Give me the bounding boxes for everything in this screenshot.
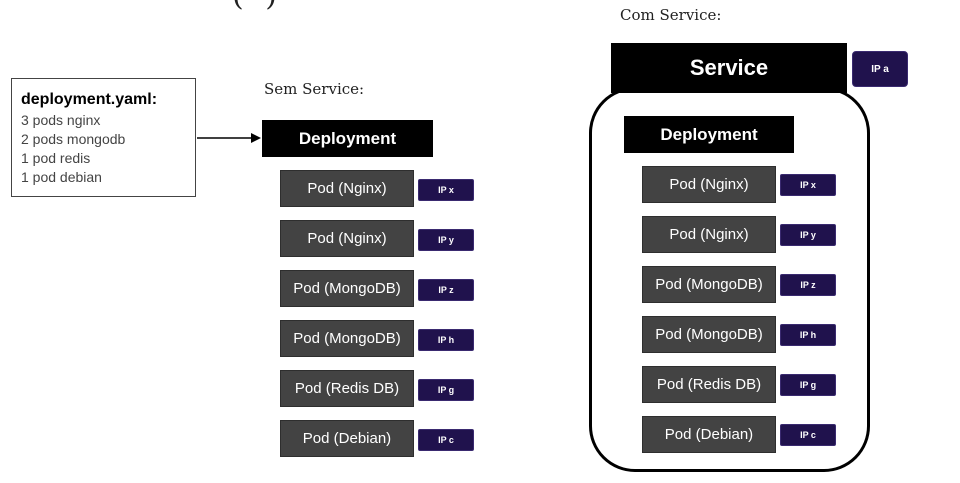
com-deployment-header: Deployment (624, 116, 794, 153)
com-pod-mongodb-1: Pod (MongoDB) (642, 266, 776, 303)
sem-pod-nginx-1: Pod (Nginx) (280, 170, 414, 207)
sem-ip-c: IP c (418, 429, 474, 451)
sem-pod-debian: Pod (Debian) (280, 420, 414, 457)
service-ip-a: IP a (852, 51, 908, 87)
yaml-title: deployment.yaml: (21, 91, 158, 108)
deployment-yaml-box: deployment.yaml: 3 pods nginx 2 pods mon… (11, 78, 196, 197)
com-ip-y: IP y (780, 224, 836, 246)
com-pod-nginx-1: Pod (Nginx) (642, 166, 776, 203)
yaml-line-mongodb: 2 pods mongodb (21, 131, 126, 147)
com-pod-nginx-2: Pod (Nginx) (642, 216, 776, 253)
com-service-caption: Com Service: (620, 6, 722, 24)
sem-ip-h: IP h (418, 329, 474, 351)
com-pod-debian: Pod (Debian) (642, 416, 776, 453)
com-ip-z: IP z (780, 274, 836, 296)
com-pod-mongodb-2: Pod (MongoDB) (642, 316, 776, 353)
sem-ip-y: IP y (418, 229, 474, 251)
sem-pod-nginx-2: Pod (Nginx) (280, 220, 414, 257)
sem-service-caption: Sem Service: (264, 80, 365, 98)
com-ip-g: IP g (780, 374, 836, 396)
sem-ip-x: IP x (418, 179, 474, 201)
yaml-line-redis: 1 pod redis (21, 150, 91, 166)
com-ip-c: IP c (780, 424, 836, 446)
service-header: Service (611, 43, 847, 93)
sem-pod-mongodb-2: Pod (MongoDB) (280, 320, 414, 357)
sem-pod-redis: Pod (Redis DB) (280, 370, 414, 407)
sem-ip-g: IP g (418, 379, 474, 401)
com-pod-redis: Pod (Redis DB) (642, 366, 776, 403)
com-ip-h: IP h (780, 324, 836, 346)
sem-ip-z: IP z (418, 279, 474, 301)
yaml-to-deployment-arrow (197, 133, 261, 143)
yaml-line-nginx: 3 pods nginx (21, 112, 101, 128)
sem-deployment-header: Deployment (262, 120, 433, 157)
com-ip-x: IP x (780, 174, 836, 196)
sem-pod-mongodb-1: Pod (MongoDB) (280, 270, 414, 307)
cropped-heading-fragment: ( ) (232, 0, 283, 13)
yaml-line-debian: 1 pod debian (21, 169, 102, 185)
